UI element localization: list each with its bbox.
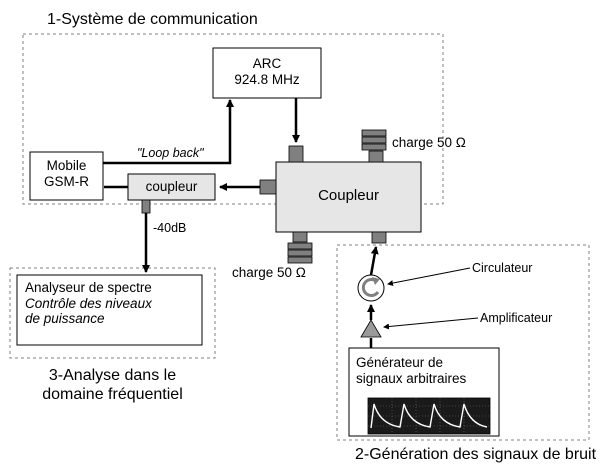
circulator-label: Circulateur	[472, 261, 533, 275]
communication-system-frame	[22, 33, 444, 205]
mobile-label-line1: Mobile	[46, 158, 87, 173]
arc-label: ARC 924.8 MHz	[213, 56, 321, 88]
amplifier-label: Amplificateur	[480, 311, 553, 325]
noise-section-title: 2-Génération des signaux de bruit	[355, 446, 597, 463]
main-coupler-port-top-right	[368, 150, 384, 163]
generator-label: Générateur de signaux arbitraires	[356, 355, 466, 386]
main-coupler-port-bottom-left	[292, 231, 308, 243]
analyzer-label-line2: Contrôle des niveaux	[25, 295, 152, 311]
load-top-icon	[361, 129, 387, 151]
small-coupler-box	[127, 173, 216, 201]
arc-label-line1: ARC	[252, 56, 282, 71]
main-coupler-port-bottom-right	[371, 231, 387, 244]
frequency-analysis-frame	[9, 267, 216, 359]
circulator-to-coupler-line	[369, 246, 379, 276]
main-coupler-box	[275, 161, 422, 233]
amplifier-callout-arrow	[383, 317, 479, 330]
analyzer-label: Analyseur de spectre Contrôle des niveau…	[25, 280, 152, 327]
loop-back-label: "Loop back"	[137, 146, 204, 160]
loop-back-line	[103, 99, 234, 165]
small-coupler-label: coupleur	[145, 179, 198, 194]
load-bottom-icon	[287, 242, 313, 264]
main-coupler-port-left	[259, 179, 277, 195]
noise-generation-frame	[336, 244, 590, 441]
arc-label-line2: 924.8 MHz	[234, 72, 300, 88]
analysis-title-line1: 3-Analyse dans le	[48, 367, 177, 384]
generator-screen-icon	[367, 397, 491, 435]
attenuation-label: -40dB	[153, 221, 187, 235]
mobile-label: Mobile GSM-R	[30, 158, 103, 190]
analysis-title-line2: domaine fréquentiel	[42, 386, 183, 404]
generator-label-line2: signaux arbitraires	[356, 370, 467, 386]
load-bottom-label: charge 50 Ω	[232, 265, 306, 280]
small-coupler-port	[141, 199, 151, 214]
analyzer-label-line3: de puissance	[25, 311, 105, 327]
circulator-callout-arrow	[387, 267, 471, 286]
circulator-icon	[357, 274, 385, 302]
load-top-label: charge 50 Ω	[392, 135, 466, 150]
analysis-section-title: 3-Analyse dans le domaine fréquentiel	[10, 366, 215, 404]
analyzer-label-line1: Analyseur de spectre	[25, 280, 152, 295]
main-coupler-port-top	[288, 145, 304, 163]
communication-section-title: 1-Système de communication	[47, 11, 258, 28]
mobile-label-line2: GSM-R	[44, 174, 89, 190]
generator-label-line1: Générateur de	[356, 355, 444, 370]
main-coupler-label: Coupleur	[318, 187, 379, 204]
arc-box	[212, 47, 322, 99]
amplifier-icon	[360, 319, 382, 338]
analyzer-box	[16, 274, 203, 346]
mobile-box	[29, 151, 104, 201]
